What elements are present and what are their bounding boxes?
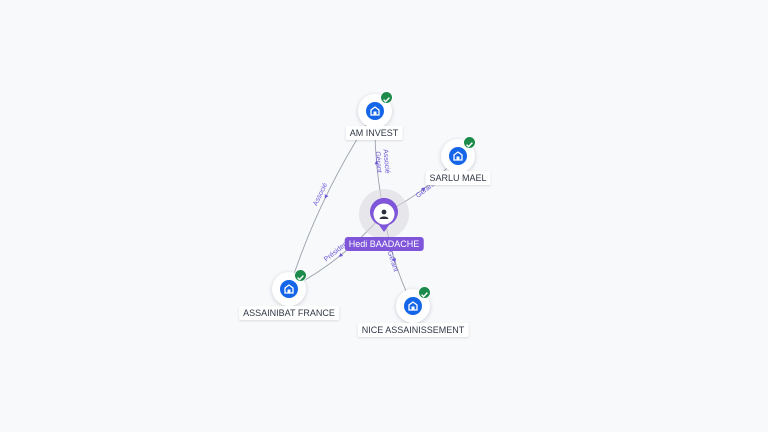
- edge-arrow-icon: [421, 187, 426, 192]
- edge-arrow-icon: [392, 258, 396, 263]
- edge-arrow-icon: [338, 252, 344, 257]
- building-icon: [366, 102, 384, 120]
- edge-label: Gérant: [386, 250, 399, 273]
- company-label: ASSAINIBAT FRANCE: [239, 306, 339, 320]
- verified-check-icon: [294, 269, 307, 282]
- verified-check-icon: [418, 286, 431, 299]
- edge-arrow-icon: [374, 160, 379, 165]
- node-circle: [358, 91, 393, 128]
- node-circle: [396, 286, 431, 323]
- verified-check-icon: [380, 91, 393, 104]
- company-label: NICE ASSAINISSEMENT: [357, 323, 469, 337]
- node-circle: [272, 269, 307, 306]
- company-label: SARLU MAEL: [425, 171, 491, 185]
- node-circle: [441, 136, 476, 173]
- building-icon: [449, 147, 467, 165]
- edge-label: Gérant: [374, 151, 383, 173]
- edge-arrow-icon: [324, 194, 329, 199]
- company-label: AM INVEST: [345, 126, 403, 140]
- building-icon: [280, 280, 298, 298]
- person-icon: [379, 209, 389, 219]
- building-icon: [404, 297, 422, 315]
- person-name-label: Hedi BAADACHE: [344, 237, 424, 251]
- edge-label: Associé: [381, 149, 390, 174]
- verified-check-icon: [463, 136, 476, 149]
